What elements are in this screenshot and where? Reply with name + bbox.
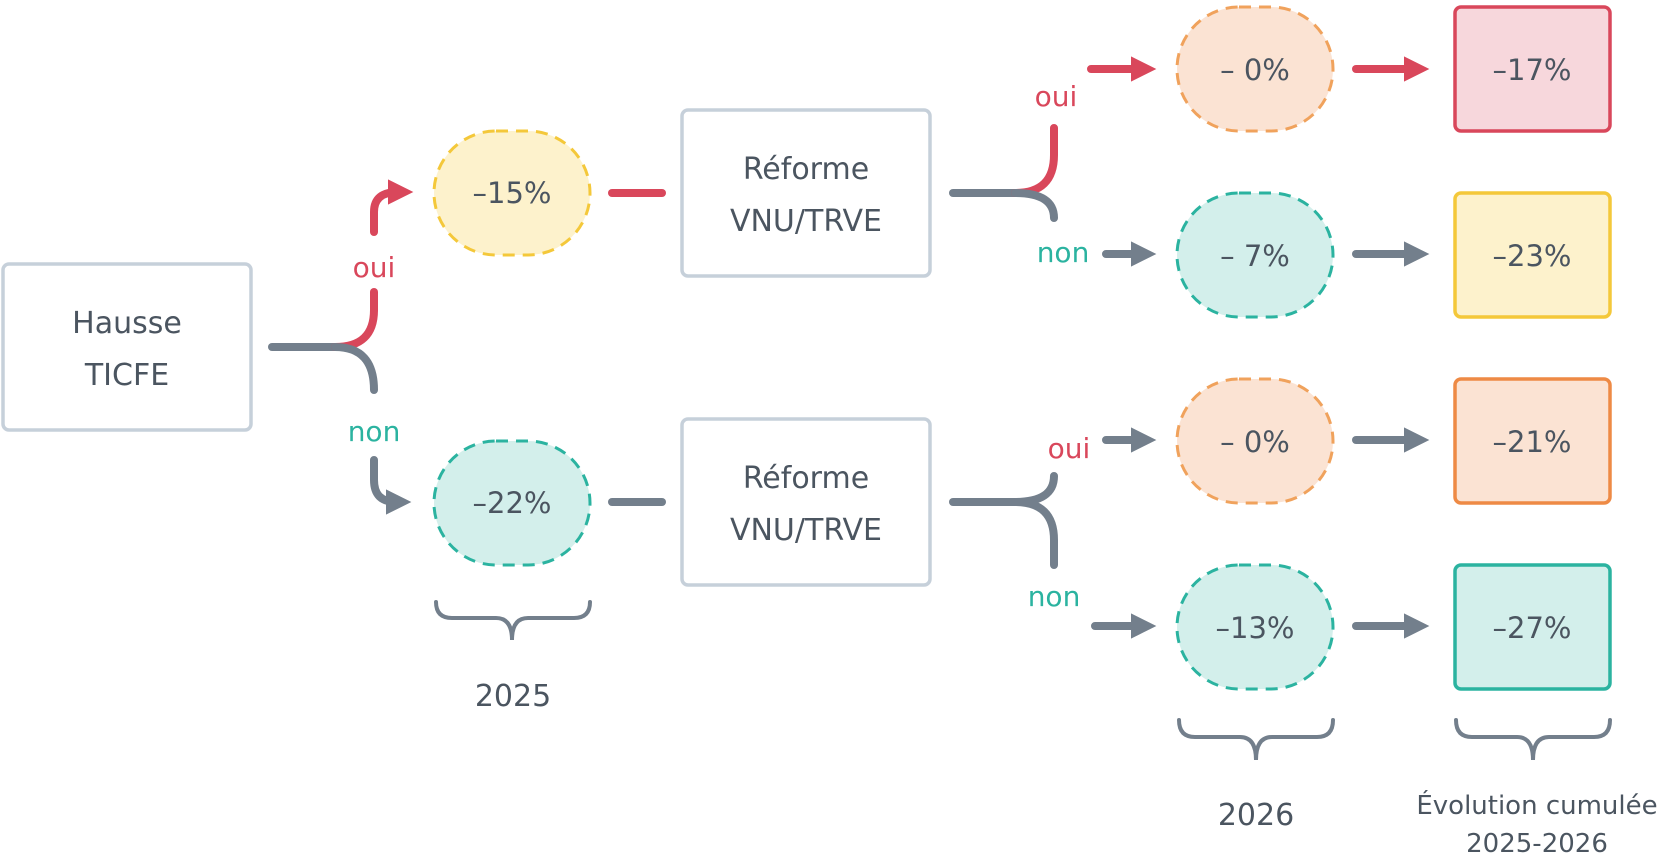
cumul-box-3-value: –21%: [1493, 425, 1572, 459]
reform-top-line1: Réforme: [743, 152, 869, 187]
start-box-line2: TICFE: [84, 358, 169, 393]
oval-2025-oui: –15%: [432, 129, 592, 257]
caption-2026: 2026: [1218, 798, 1294, 833]
oval-2026-4-value: –13%: [1216, 611, 1295, 645]
oui-branch-arrow: [370, 179, 414, 236]
cumul-box-4: –27%: [1453, 563, 1612, 691]
cumul-box-1-value: –17%: [1493, 53, 1572, 87]
fork-2026-lower: [949, 427, 1157, 639]
label-non-upper: non: [1037, 236, 1090, 269]
label-non-lower: non: [1028, 580, 1081, 613]
start-box-line1: Hausse: [72, 306, 182, 341]
cumul-box-4-value: –27%: [1493, 611, 1572, 645]
brace-2026: [1177, 718, 1335, 761]
oval-2026-3: – 0%: [1175, 377, 1335, 505]
oval-2025-non: –22%: [432, 439, 592, 567]
caption-cumul-line1: Évolution cumulée: [1416, 789, 1657, 821]
oval-2025-oui-value: –15%: [473, 176, 552, 210]
label-non-2025: non: [348, 415, 401, 448]
brace-cumul: [1454, 718, 1612, 761]
reform-box-bottom: Réforme VNU/TRVE: [680, 417, 932, 587]
oval-2026-1-value: – 0%: [1220, 53, 1290, 87]
cumul-box-2: –23%: [1453, 191, 1612, 319]
label-oui-upper: oui: [1035, 80, 1078, 113]
reform-bottom-line1: Réforme: [743, 461, 869, 496]
cumul-box-2-value: –23%: [1493, 239, 1572, 273]
cumul-box-3: –21%: [1453, 377, 1612, 505]
caption-2025: 2025: [475, 679, 551, 714]
fork-2026-upper: [949, 56, 1157, 267]
oval-2026-1: – 0%: [1175, 5, 1335, 133]
oval-2025-non-value: –22%: [473, 486, 552, 520]
reform-top-line2: VNU/TRVE: [730, 204, 882, 239]
reform-box-top: Réforme VNU/TRVE: [680, 108, 932, 278]
label-oui-lower: oui: [1048, 432, 1091, 465]
brace-2025: [434, 600, 592, 641]
oval-2026-4: –13%: [1175, 563, 1335, 691]
oval-2026-3-value: – 0%: [1220, 425, 1290, 459]
fork-2025: [268, 179, 414, 515]
oval-2026-2: – 7%: [1175, 191, 1335, 319]
non-branch-arrow: [370, 456, 412, 515]
start-box-hausse-ticfe: Hausse TICFE: [1, 262, 253, 432]
cumul-box-1: –17%: [1453, 5, 1612, 133]
caption-cumul-line2: 2025-2026: [1466, 829, 1608, 859]
braces: [434, 600, 1612, 761]
arrows-to-cumul: [1352, 56, 1430, 639]
reform-bottom-line2: VNU/TRVE: [730, 513, 882, 548]
oval-2026-2-value: – 7%: [1220, 239, 1290, 273]
label-oui-2025: oui: [353, 251, 396, 284]
